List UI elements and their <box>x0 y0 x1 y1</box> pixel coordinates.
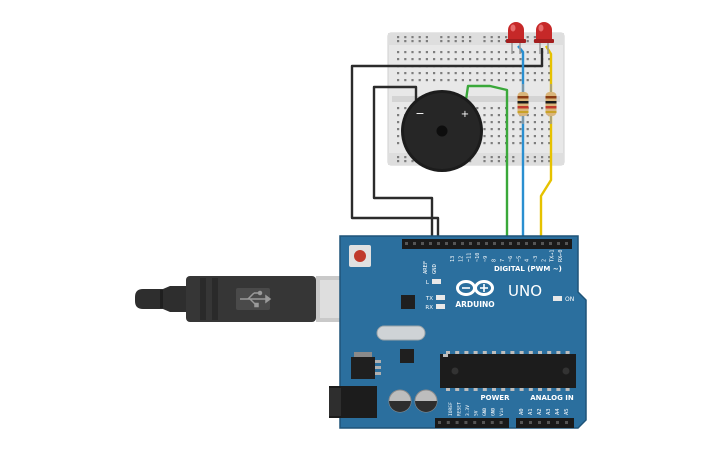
wire-green[interactable] <box>464 84 509 244</box>
digital-pin-label: TX→1 <box>550 250 556 263</box>
l-label: L <box>426 280 430 286</box>
usb-symbol-icon <box>240 290 272 308</box>
tx-led-icon <box>436 295 445 300</box>
digital-pin-label: ~6 <box>508 256 514 262</box>
led-left[interactable] <box>506 22 526 54</box>
digital-label: DIGITAL (PWM ~) <box>494 265 562 273</box>
on-label: ON <box>565 296 574 303</box>
power-header[interactable] <box>435 418 509 428</box>
piezo-buzzer[interactable]: − + <box>401 90 483 172</box>
digital-pin-label: 4 <box>525 259 531 262</box>
power-label: POWER <box>481 394 511 402</box>
rx-led-icon <box>436 304 445 309</box>
power-pin-label: 3.3V <box>465 405 471 416</box>
analog-pin-label: A0 <box>519 408 525 415</box>
aref-label: AREF <box>423 261 429 274</box>
digital-pin-label: ~10 <box>475 253 481 262</box>
led-right[interactable] <box>534 22 554 54</box>
capacitor-right <box>414 389 438 413</box>
usb-cable[interactable] <box>135 276 374 322</box>
chip-socket-marker <box>443 354 448 357</box>
l-led-icon <box>432 279 441 284</box>
wire-yellow[interactable] <box>539 45 553 244</box>
crystal-oscillator <box>376 325 426 341</box>
digital-header[interactable] <box>402 239 572 249</box>
wire-black-buzzer[interactable] <box>372 85 434 244</box>
digital-pin-label: ~9 <box>483 256 489 262</box>
digital-pin-label: RX←0 <box>558 250 564 263</box>
power-pin-label: RESET <box>457 402 463 416</box>
digital-pin-label: 7 <box>500 259 506 262</box>
resistor-left[interactable] <box>517 84 529 124</box>
buzzer-plus-label: + <box>461 109 469 120</box>
analog-header[interactable] <box>516 418 574 428</box>
reset-button[interactable] <box>349 245 371 267</box>
power-pin-label: Vin <box>499 407 505 416</box>
digital-pin-label: ~3 <box>533 256 539 262</box>
power-pin-label: IOREF <box>448 402 454 416</box>
rx-label: RX <box>425 305 433 311</box>
analog-pin-label: A2 <box>537 408 543 415</box>
power-jack[interactable] <box>329 386 377 418</box>
power-pin-label: 5V <box>474 410 480 416</box>
digital-pin-label: ~5 <box>516 256 522 262</box>
analog-pin-label: A3 <box>546 408 552 415</box>
arduino-logo-icon <box>456 280 494 296</box>
model-label: UNO <box>508 282 542 300</box>
digital-pin-label: 8 <box>492 259 498 262</box>
analog-label: ANALOG IN <box>530 394 574 402</box>
brand-label: ARDUINO <box>455 300 494 309</box>
usb-chip <box>401 295 415 309</box>
capacitor-left <box>388 389 412 413</box>
wires <box>350 45 553 244</box>
resistor-right[interactable] <box>545 84 557 124</box>
digital-pin-label: 2 <box>541 259 547 262</box>
analog-pin-label: A4 <box>555 408 561 415</box>
buzzer-minus-label: − <box>415 107 424 120</box>
tx-label: TX <box>425 296 433 302</box>
digital-pin-label: ~11 <box>467 253 473 262</box>
gnd-label: GND <box>432 264 438 274</box>
analog-pin-label: A1 <box>528 408 534 415</box>
analog-pin-label: A5 <box>564 408 570 415</box>
power-pin-label: GND <box>482 407 488 416</box>
voltage-regulator <box>351 352 381 379</box>
digital-pin-label: 13 <box>450 256 456 262</box>
wire-black-outer[interactable] <box>350 48 544 244</box>
small-chip <box>400 349 414 363</box>
power-pin-label: GND <box>491 407 497 416</box>
atmega-microcontroller <box>440 351 576 391</box>
digital-pin-label: 12 <box>458 256 464 262</box>
on-led-icon <box>553 296 562 301</box>
